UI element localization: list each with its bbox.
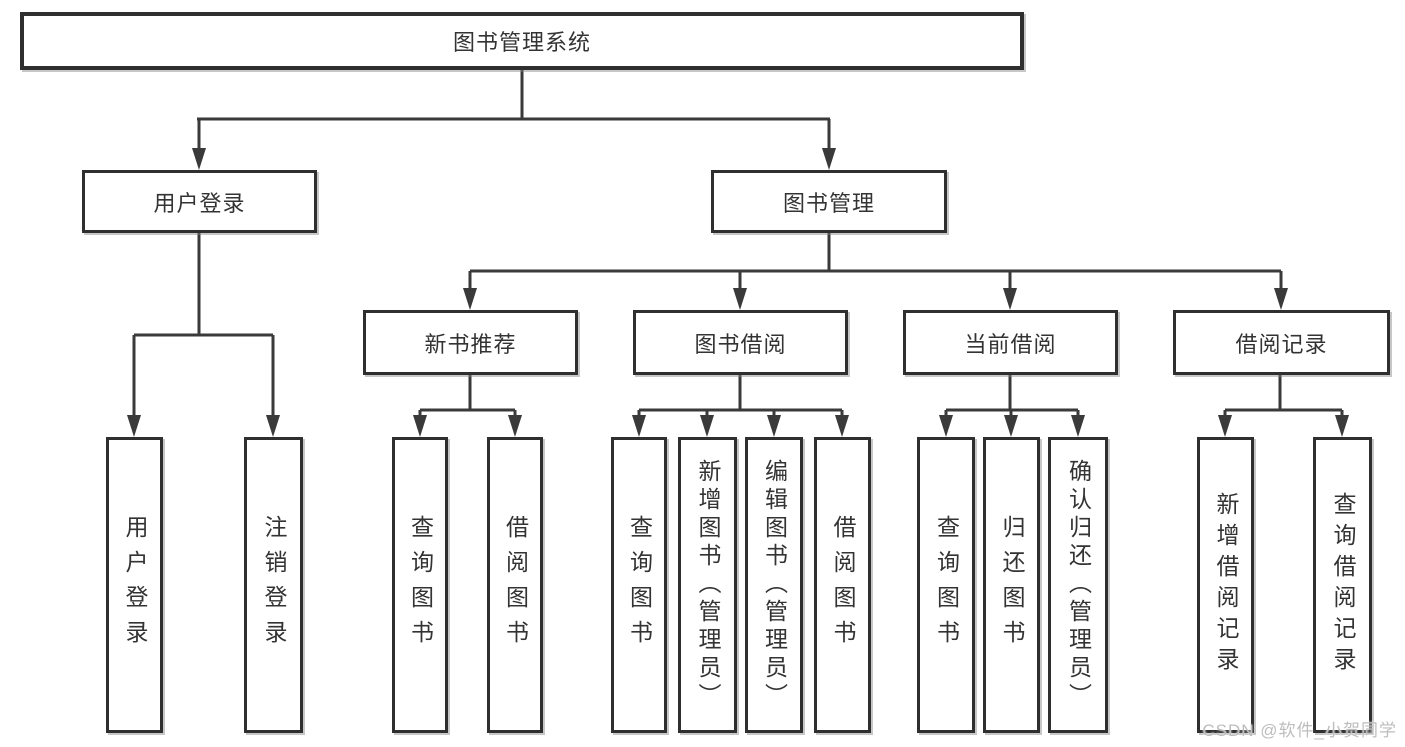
node-label: 借阅记录 — [1235, 331, 1328, 357]
node-label: 借阅图书 — [502, 515, 529, 655]
node-label: 图书管理 — [782, 190, 875, 216]
node-label: 查询借阅记录 — [1330, 492, 1356, 678]
node-new-book-recommend: 新书推荐 — [363, 310, 578, 375]
leaf-bb-add-book-admin: 新增图书（管理员） — [678, 437, 737, 733]
leaf-nb-query-book: 查询图书 — [392, 437, 448, 733]
leaf-br-query-record: 查询借阅记录 — [1313, 437, 1372, 733]
node-label: 注销登录 — [261, 515, 287, 655]
arrowheads — [127, 148, 1349, 437]
node-label: 归还图书 — [999, 515, 1025, 655]
node-label: 图书管理系统 — [452, 30, 591, 55]
csdn-watermark: CSDN @软件_小贺同学 — [1202, 721, 1397, 740]
node-label: 查询图书 — [626, 515, 653, 655]
node-label: 确认归还（管理员） — [1065, 459, 1092, 711]
node-book-management: 图书管理 — [711, 170, 947, 233]
node-label: 借阅图书 — [830, 515, 856, 655]
node-label: 当前借阅 — [964, 331, 1057, 357]
leaf-nb-borrow-book: 借阅图书 — [487, 437, 543, 733]
node-label: 编辑图书（管理员） — [761, 459, 788, 711]
leaf-bb-borrow-book: 借阅图书 — [814, 437, 871, 733]
node-label: 用户登录 — [122, 515, 148, 655]
node-label: 新书推荐 — [424, 331, 517, 357]
node-library-management-system: 图书管理系统 — [20, 12, 1024, 70]
node-label: 查询图书 — [407, 515, 434, 655]
node-current-borrow: 当前借阅 — [903, 310, 1118, 375]
node-user-login: 用户登录 — [82, 170, 317, 233]
leaf-bb-edit-book-admin: 编辑图书（管理员） — [745, 437, 803, 733]
node-book-borrow: 图书借阅 — [633, 310, 848, 375]
leaf-cb-return-book: 归还图书 — [983, 437, 1040, 733]
leaf-user-login: 用户登录 — [106, 437, 163, 733]
node-label: 查询图书 — [933, 515, 960, 655]
leaf-cb-query-book: 查询图书 — [917, 437, 975, 733]
node-borrow-record: 借阅记录 — [1173, 310, 1390, 375]
node-label: 图书借阅 — [694, 331, 787, 357]
node-label: 新增图书（管理员） — [695, 459, 721, 711]
leaf-br-add-record: 新增借阅记录 — [1197, 437, 1254, 733]
leaf-bb-query-book: 查询图书 — [611, 437, 667, 733]
leaf-cb-confirm-return-admin: 确认归还（管理员） — [1048, 437, 1108, 733]
leaf-logout-login: 注销登录 — [244, 437, 303, 733]
node-label: 用户登录 — [153, 190, 246, 216]
node-label: 新增借阅记录 — [1213, 492, 1239, 678]
